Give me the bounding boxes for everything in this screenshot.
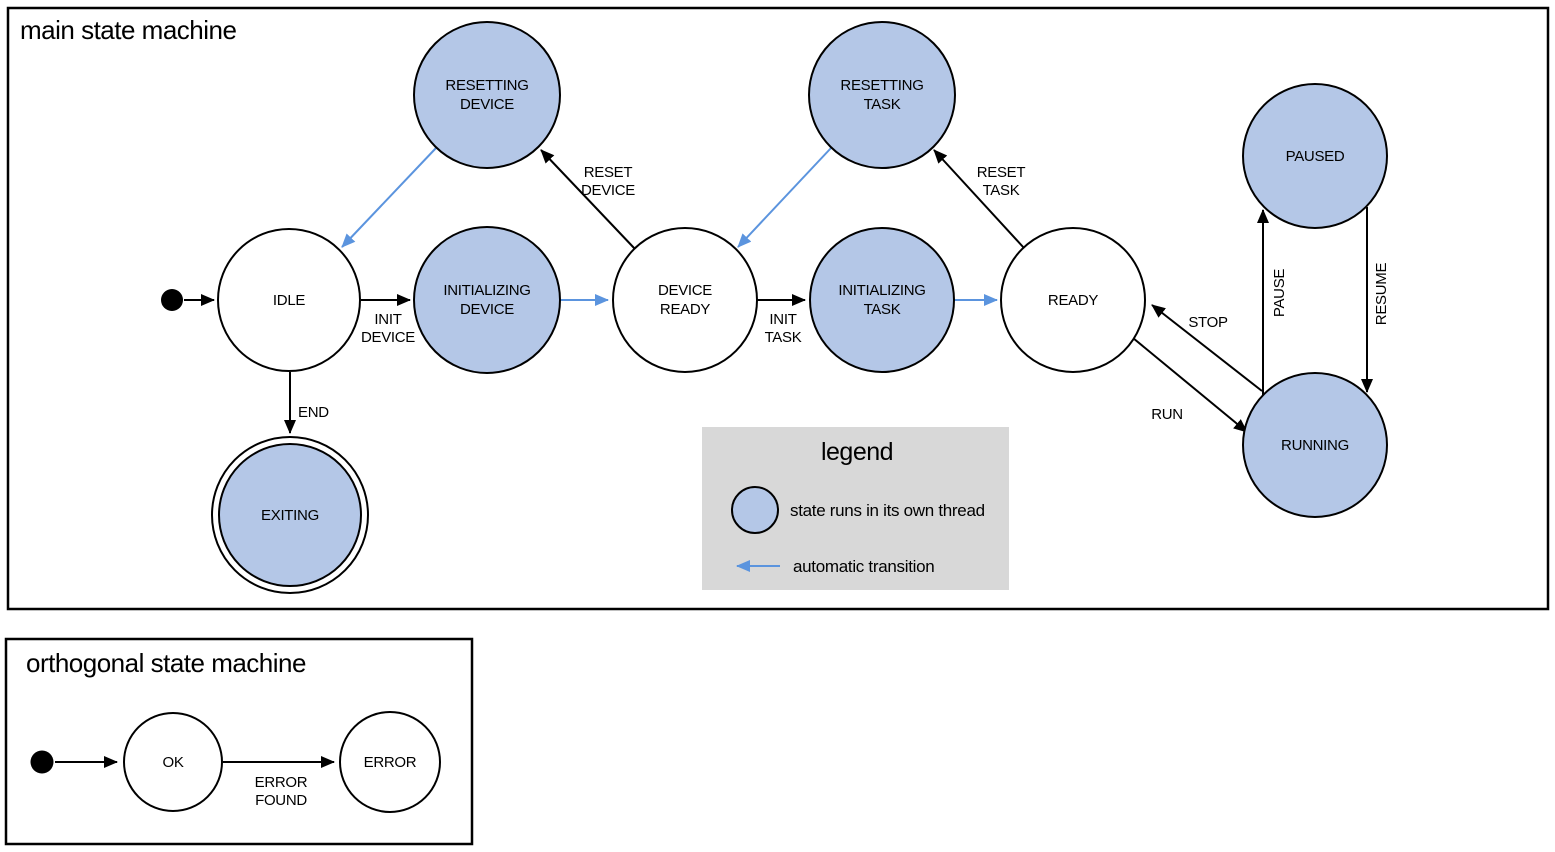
transition-reset-task-arrow: [933, 149, 1025, 249]
state-idle-circle: [217, 228, 361, 372]
initial-state-dot: [161, 289, 183, 311]
transition-auto-resetting-task-to-device-ready-arrow: [737, 147, 832, 248]
state-initializing-task-circle: [809, 227, 955, 373]
transition-run-label: RUN: [1151, 406, 1183, 423]
orthogonal-initial-state-dot: [30, 750, 54, 774]
state-ok-circle: [123, 712, 223, 812]
transition-reset-device-label-line2: DEVICE: [581, 182, 635, 199]
state-initializing-device-label-line1: INITIALIZING: [443, 282, 530, 299]
state-ready-circle: [1000, 227, 1146, 373]
transition-error-found-label: ERROR FOUND: [255, 774, 308, 809]
transition-init-device-label-line2: DEVICE: [361, 329, 415, 346]
state-resetting-task-circle: [808, 21, 956, 169]
transition-reset-device-arrow: [540, 149, 636, 250]
transition-init-device-label: INIT DEVICE: [361, 311, 416, 346]
state-initializing-task-label-line1: INITIALIZING: [838, 282, 925, 299]
state-error: ERROR: [339, 711, 441, 813]
state-initializing-device-circle: [413, 226, 561, 374]
state-exiting-label: EXITING: [261, 507, 319, 524]
orthogonal-state-machine-panel: orthogonal state machine ERROR FOUND OK …: [4, 637, 474, 846]
state-running: RUNNING: [1242, 372, 1388, 518]
transition-resume-label: RESUME: [1373, 263, 1390, 326]
transition-reset-task-label-line2: TASK: [983, 182, 1020, 199]
legend: legend state runs in its own thread auto…: [702, 427, 1009, 590]
state-device-ready-label-line1: DEVICE: [658, 282, 712, 299]
legend-auto-transition-label: automatic transition: [793, 557, 934, 576]
state-error-label: ERROR: [364, 754, 417, 771]
state-resetting-device-label-line1: RESETTING: [445, 77, 528, 94]
state-initializing-task-label-line2: TASK: [864, 301, 901, 318]
state-ok-label: OK: [162, 754, 183, 771]
transition-reset-task-label: RESET TASK: [977, 164, 1026, 199]
state-running-circle: [1242, 372, 1388, 518]
state-initializing-task: INITIALIZING TASK: [809, 227, 955, 373]
main-state-machine-panel: main state machine INIT DEVICE RESET DEV…: [6, 6, 1550, 611]
state-resetting-task-label-line2: TASK: [864, 96, 901, 113]
legend-thread-state-label: state runs in its own thread: [790, 501, 985, 520]
transition-init-task-label-line1: INIT: [769, 311, 796, 328]
transition-end-label: END: [298, 404, 329, 421]
state-paused: PAUSED: [1242, 83, 1388, 229]
state-resetting-task: RESETTING TASK: [808, 21, 956, 169]
state-resetting-device-circle: [413, 21, 561, 169]
transition-error-found-label-line1: ERROR: [255, 774, 308, 791]
main-panel-title: main state machine: [20, 15, 236, 45]
state-idle-label: IDLE: [273, 292, 305, 309]
transition-reset-device-label-line1: RESET: [584, 164, 633, 181]
state-resetting-device: RESETTING DEVICE: [413, 21, 561, 169]
transition-error-found-label-line2: FOUND: [255, 792, 307, 809]
state-initializing-device: INITIALIZING DEVICE: [413, 226, 561, 374]
legend-title: legend: [821, 438, 893, 466]
transition-reset-task-label-line1: RESET: [977, 164, 1026, 181]
legend-thread-state-icon: [731, 486, 779, 534]
state-device-ready-label-line2: READY: [660, 301, 710, 318]
state-exiting-final: EXITING: [211, 436, 369, 594]
transition-init-task-label: INIT TASK: [765, 311, 802, 346]
state-paused-circle: [1242, 83, 1388, 229]
state-ok: OK: [123, 712, 223, 812]
state-ready: READY: [1000, 227, 1146, 373]
transition-pause-label: PAUSE: [1271, 269, 1288, 318]
state-idle: IDLE: [217, 228, 361, 372]
state-initializing-device-label-line2: DEVICE: [460, 301, 514, 318]
transition-run-arrow: [1132, 337, 1248, 433]
state-resetting-device-label-line2: DEVICE: [460, 96, 514, 113]
state-error-circle: [339, 711, 441, 813]
orthogonal-panel-title: orthogonal state machine: [26, 648, 306, 678]
state-resetting-task-label-line1: RESETTING: [840, 77, 923, 94]
state-ready-label: READY: [1048, 292, 1098, 309]
transition-stop-arrow: [1151, 304, 1263, 392]
state-device-ready-circle: [612, 227, 758, 373]
transition-init-task-label-line2: TASK: [765, 329, 802, 346]
state-paused-label: PAUSED: [1286, 148, 1345, 165]
transition-stop-label: STOP: [1188, 314, 1228, 331]
transition-init-device-label-line1: INIT: [374, 311, 401, 328]
state-device-ready: DEVICE READY: [612, 227, 758, 373]
transition-auto-resetting-device-to-idle-arrow: [341, 147, 437, 248]
state-running-label: RUNNING: [1281, 437, 1349, 454]
state-exiting-inner-circle: [218, 443, 362, 587]
transition-reset-device-label: RESET DEVICE: [581, 164, 636, 199]
